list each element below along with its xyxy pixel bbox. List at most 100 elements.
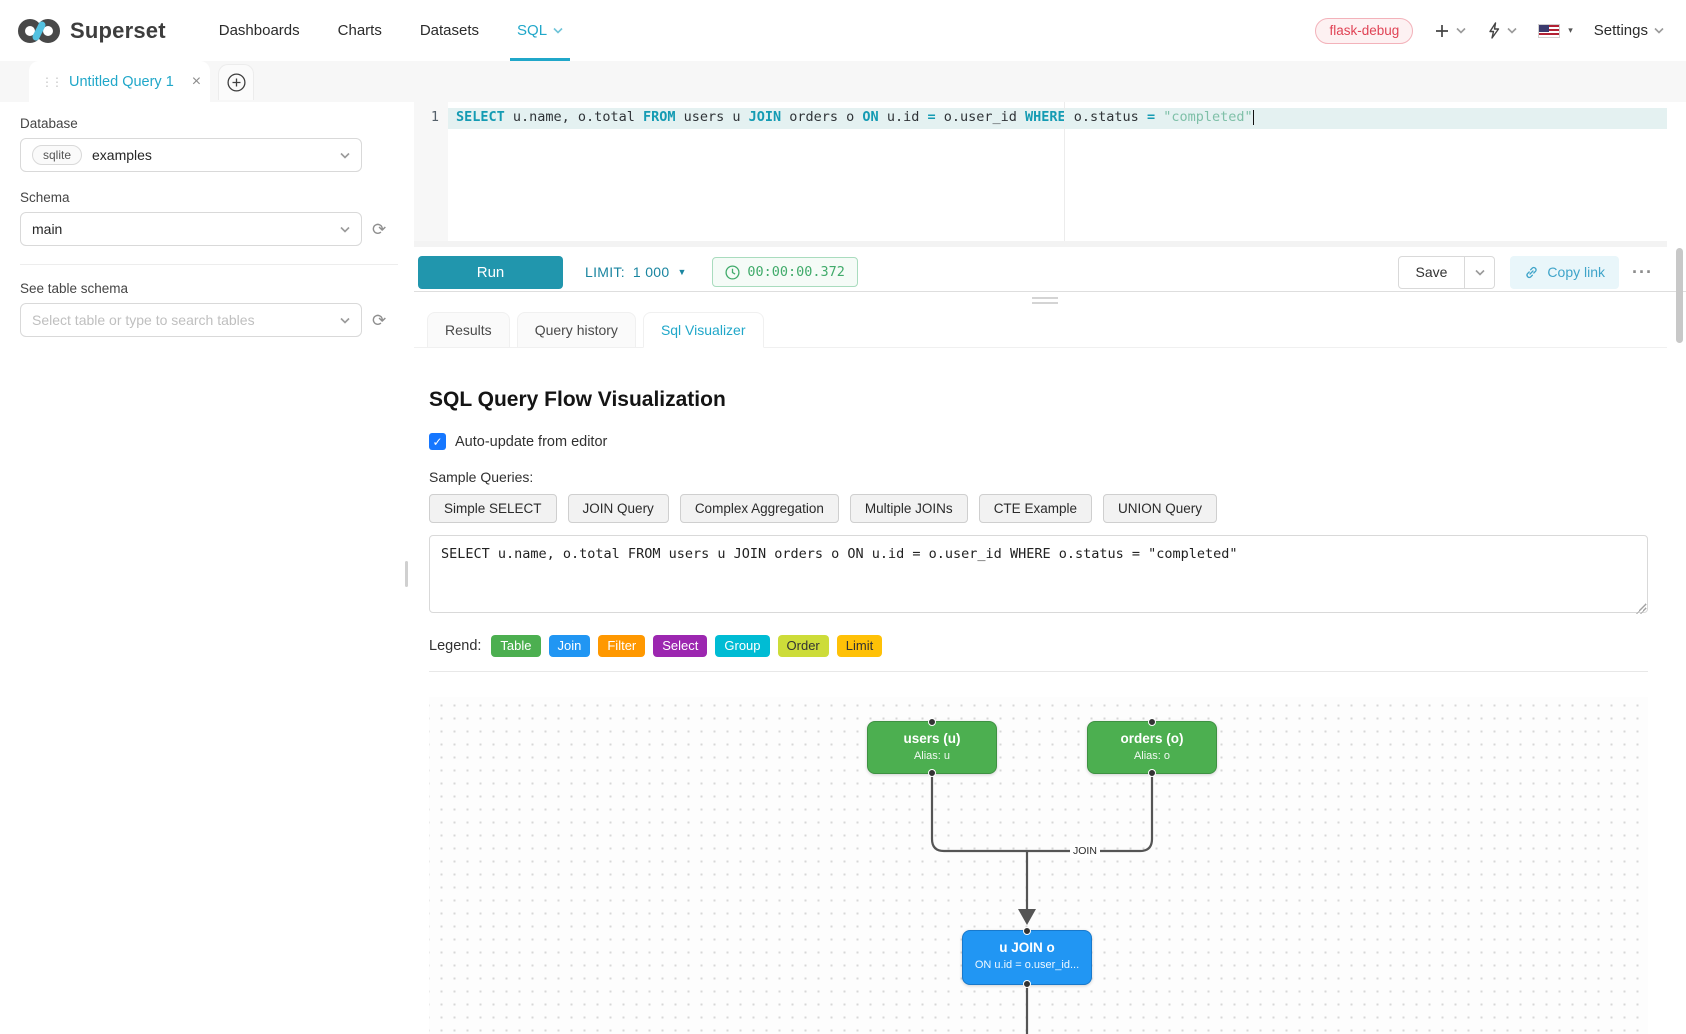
nav-charts[interactable]: Charts <box>337 22 382 39</box>
query-timer: 00:00:00.372 <box>712 257 858 287</box>
refresh-icon[interactable]: ⟳ <box>372 310 387 330</box>
schema-select[interactable]: main <box>20 212 362 246</box>
app-header: Superset Dashboards Charts Datasets SQL … <box>0 0 1686 61</box>
legend-group-badge: Group <box>715 635 770 657</box>
node-handle[interactable] <box>928 769 936 777</box>
scrollbar-thumb[interactable] <box>1676 248 1683 343</box>
tab-sql-visualizer[interactable]: Sql Visualizer <box>642 312 764 348</box>
legend-limit-badge: Limit <box>836 635 883 657</box>
infinity-logo-icon <box>18 18 60 43</box>
tab-query-history[interactable]: Query history <box>516 312 636 348</box>
sql-input-textarea[interactable]: SELECT u.name, o.total FROM users u JOIN… <box>429 535 1648 613</box>
resize-grip-icon[interactable] <box>1636 604 1646 614</box>
table-placeholder: Select table or type to search tables <box>32 312 255 328</box>
editor-toolbar: Run LIMIT: 1 000 ▼ 00:00:00.372 Save <box>414 253 1667 291</box>
node-title: orders (o) <box>1120 731 1184 746</box>
sample-complex-aggregation-button[interactable]: Complex Aggregation <box>679 494 839 523</box>
database-label: Database <box>20 116 78 131</box>
lightning-bolt-icon <box>1489 22 1500 39</box>
query-tab[interactable]: ⋮⋮ Untitled Query 1 × <box>29 61 210 102</box>
node-handle[interactable] <box>928 718 936 726</box>
close-icon[interactable]: × <box>191 72 202 90</box>
tab-results[interactable]: Results <box>427 312 510 348</box>
plus-icon <box>1436 24 1449 37</box>
save-dropdown-button[interactable] <box>1465 255 1496 289</box>
more-menu-icon[interactable]: ··· <box>1632 261 1653 282</box>
sample-join-query-button[interactable]: JOIN Query <box>567 494 669 523</box>
chevron-down-icon <box>553 27 563 34</box>
node-subtitle: Alias: o <box>1133 750 1171 762</box>
schema-label: Schema <box>20 190 70 205</box>
nav-datasets[interactable]: Datasets <box>419 22 480 39</box>
schema-value: main <box>32 221 63 237</box>
legend-table-badge: Table <box>491 635 541 657</box>
save-button-group: Save <box>1397 255 1496 289</box>
sample-query-buttons: Simple SELECT JOIN Query Complex Aggrega… <box>429 494 1648 523</box>
link-icon <box>1526 266 1538 278</box>
sqllab-shortcut-menu[interactable] <box>1487 22 1517 39</box>
node-handle[interactable] <box>1023 927 1031 935</box>
flow-node-join[interactable]: u JOIN o ON u.id = o.user_id... <box>962 927 1092 988</box>
flow-node-orders[interactable]: orders (o) Alias: o <box>1087 718 1217 777</box>
brand-name: Superset <box>70 17 166 43</box>
editor-code-area[interactable]: SELECT u.name, o.total FROM users u JOIN… <box>448 102 1667 241</box>
plus-circle-icon <box>226 73 246 92</box>
flow-node-users[interactable]: users (u) Alias: u <box>867 718 997 777</box>
south-pane-tabs: Results Query history Sql Visualizer <box>427 312 764 348</box>
chevron-down-icon <box>1507 27 1517 34</box>
legend-row: Legend: Table Join Filter Select Group O… <box>429 635 1648 657</box>
auto-update-checkbox[interactable]: ✓ <box>429 433 446 450</box>
panel-resize-handle[interactable] <box>405 561 408 587</box>
sidebar-divider <box>20 264 398 265</box>
drag-handle-icon[interactable]: ⋮⋮ <box>41 74 63 89</box>
limit-value: 1 000 <box>632 264 670 280</box>
chevron-down-icon <box>340 152 350 159</box>
database-select[interactable]: sqlite examples <box>20 138 362 172</box>
chevron-down-icon <box>1456 27 1466 34</box>
legend-select-badge: Select <box>653 635 708 657</box>
run-button[interactable]: Run <box>418 255 563 289</box>
settings-label: Settings <box>1593 22 1648 39</box>
legend-join-badge: Join <box>548 635 591 657</box>
chevron-down-icon <box>1654 27 1664 34</box>
caret-down-icon: ▼ <box>677 267 687 277</box>
main-nav: Dashboards Charts Datasets SQL <box>200 0 582 61</box>
sample-queries-label: Sample Queries: <box>429 469 534 485</box>
page-title: SQL Query Flow Visualization <box>429 388 726 411</box>
node-handle[interactable] <box>1148 718 1156 726</box>
sample-simple-select-button[interactable]: Simple SELECT <box>429 494 557 523</box>
sample-cte-example-button[interactable]: CTE Example <box>978 494 1092 523</box>
database-value: examples <box>92 147 152 163</box>
legend-filter-badge: Filter <box>598 635 646 657</box>
limit-dropdown[interactable]: LIMIT: 1 000 ▼ <box>585 264 686 280</box>
node-handle[interactable] <box>1148 769 1156 777</box>
editor-gutter: 1 <box>414 102 448 241</box>
db-engine-badge: sqlite <box>32 145 83 165</box>
new-item-menu[interactable] <box>1434 23 1466 39</box>
timer-value: 00:00:00.372 <box>747 264 845 280</box>
settings-menu[interactable]: Settings <box>1594 22 1664 39</box>
sample-multiple-joins-button[interactable]: Multiple JOINs <box>849 494 968 523</box>
pane-split-line <box>414 291 1686 292</box>
node-subtitle: Alias: u <box>913 750 951 762</box>
save-button[interactable]: Save <box>1397 255 1466 289</box>
node-subtitle: ON u.id = o.user_id... <box>974 959 1080 971</box>
table-select[interactable]: Select table or type to search tables <box>20 303 362 337</box>
superset-logo[interactable]: Superset <box>16 16 166 46</box>
copy-link-button[interactable]: Copy link <box>1510 255 1620 289</box>
refresh-icon[interactable]: ⟳ <box>372 219 387 239</box>
query-flow-canvas[interactable]: users (u) Alias: u orders (o) Alias: o J… <box>429 697 1648 1034</box>
nav-sql[interactable]: SQL <box>498 0 582 61</box>
flow-edges <box>930 774 1154 1034</box>
join-edge-label: JOIN <box>1070 844 1100 858</box>
new-query-tab-button[interactable] <box>218 64 254 100</box>
nav-dashboards[interactable]: Dashboards <box>218 22 300 39</box>
active-line-highlight <box>448 108 1667 129</box>
pane-resize-handle[interactable] <box>1032 297 1058 307</box>
sample-union-query-button[interactable]: UNION Query <box>1102 494 1217 523</box>
language-picker[interactable]: ▾ <box>1538 23 1573 38</box>
node-handle[interactable] <box>1023 980 1031 988</box>
sql-editor[interactable]: 1 SELECT u.name, o.total FROM users u JO… <box>414 102 1667 247</box>
chevron-down-icon <box>340 317 350 324</box>
